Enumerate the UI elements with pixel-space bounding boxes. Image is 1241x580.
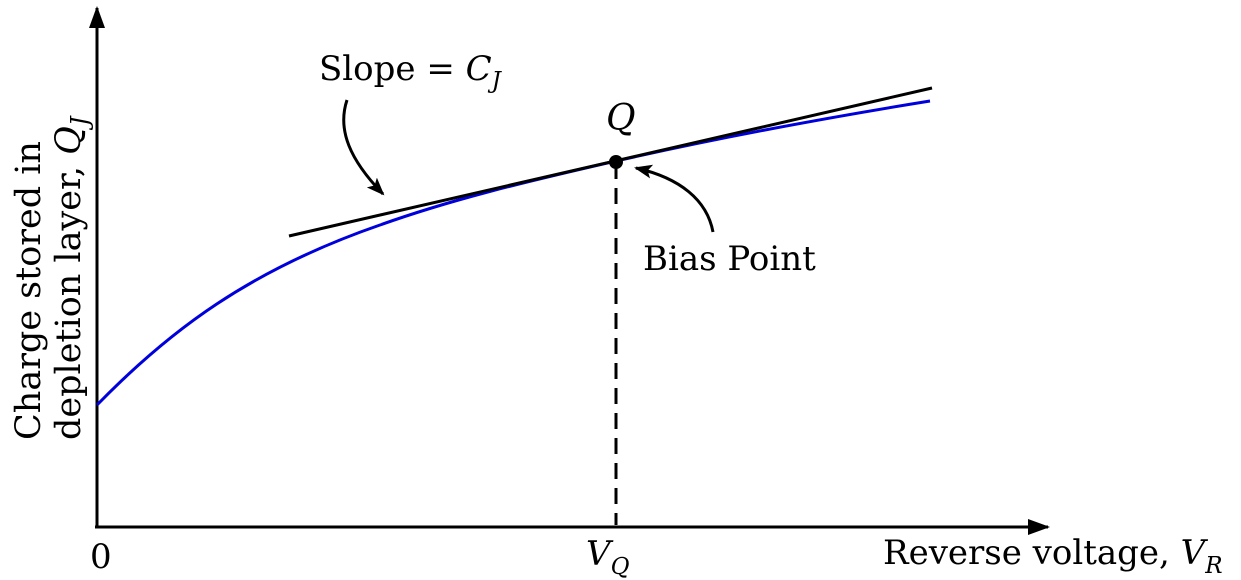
bias-point-label: Bias Point xyxy=(643,239,816,279)
slope-arrow xyxy=(342,99,385,196)
y-axis-label-line2: depletion layer, QJ xyxy=(49,115,94,440)
slope-label: Slope = CJ xyxy=(319,49,503,94)
bias-point-arrow xyxy=(634,164,715,233)
charge-curve xyxy=(95,99,931,407)
y-axis-label-line1: Charge stored in xyxy=(9,141,49,440)
origin-label: 0 xyxy=(90,537,112,577)
q-point-label: Q xyxy=(606,98,636,139)
bias-point-dot xyxy=(609,155,623,169)
y-axis-label: Charge stored in depletion layer, QJ xyxy=(9,115,94,440)
vq-label: VQ xyxy=(586,534,630,580)
x-axis-label: Reverse voltage, VR xyxy=(883,533,1223,579)
